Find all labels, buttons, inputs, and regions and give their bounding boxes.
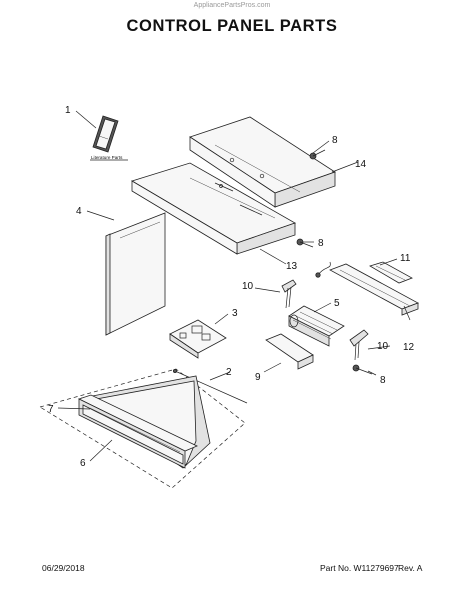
callout-1: 1	[65, 105, 71, 116]
control-panel-side-plate[interactable]	[105, 212, 166, 336]
callout-13: 13	[286, 261, 298, 272]
mounting-bracket-right[interactable]	[349, 329, 369, 361]
callout-2: 2	[226, 367, 232, 378]
callout-4: 4	[76, 206, 82, 217]
callout-6: 6	[80, 458, 86, 469]
electronic-control-board[interactable]	[169, 319, 227, 359]
callout-10-left: 10	[242, 281, 254, 292]
screw-upper[interactable]	[309, 149, 326, 160]
control-rod[interactable]	[172, 368, 248, 404]
footer-date: 06/29/2018	[42, 563, 85, 573]
page-title: CONTROL PANEL PARTS	[126, 17, 338, 35]
callout-9: 9	[255, 372, 261, 383]
fan-bracket[interactable]	[265, 333, 314, 370]
callout-10-right: 10	[377, 341, 389, 352]
callout-12: 12	[403, 342, 415, 353]
callout-11: 11	[400, 253, 411, 264]
control-panel-upper-support[interactable]	[189, 116, 336, 208]
screw-lower[interactable]	[352, 364, 373, 375]
bracket-strip[interactable]	[369, 261, 413, 284]
watermark: AppliancePartsPros.com	[193, 2, 271, 9]
console-trim[interactable]	[77, 394, 198, 469]
mounting-bracket-left[interactable]	[281, 279, 297, 309]
screw-middle[interactable]	[296, 238, 314, 248]
callout-8-middle: 8	[318, 238, 324, 249]
cooling-fan[interactable]	[288, 305, 345, 347]
callout-14: 14	[355, 159, 367, 170]
callout-7: 7	[48, 404, 54, 415]
callout-8-upper: 8	[332, 135, 338, 146]
literature-parts-booklet[interactable]	[92, 115, 119, 153]
wire-rail[interactable]	[315, 261, 419, 316]
control-panel-mounting-plate[interactable]	[131, 162, 296, 255]
callout-5: 5	[334, 298, 340, 309]
callout-3: 3	[232, 308, 238, 319]
literature-parts-label: Literature Parts	[91, 155, 123, 160]
console-assembly-frame	[39, 368, 246, 489]
callout-leaders	[57, 110, 411, 462]
footer-part-number: Part No. W11279697	[320, 563, 399, 573]
callout-8-lower: 8	[380, 375, 386, 386]
footer-revision: Rev. A	[398, 563, 423, 573]
